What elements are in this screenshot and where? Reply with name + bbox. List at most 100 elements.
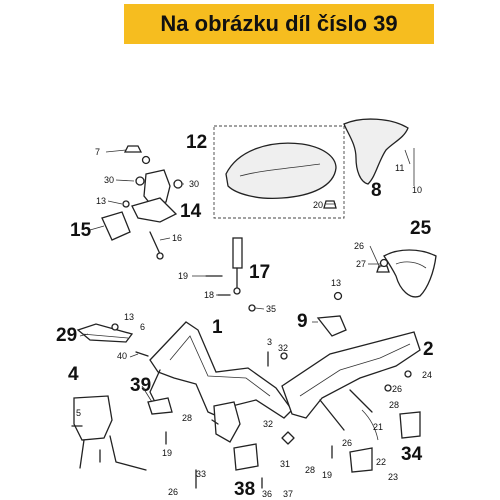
bolt-part-28b[interactable]	[211, 419, 219, 425]
callout-36: 36	[262, 489, 272, 499]
callout-23: 23	[388, 472, 398, 482]
bracket-part-34[interactable]	[399, 411, 421, 439]
callout-9: 9	[297, 311, 308, 332]
nut-part-35[interactable]	[248, 304, 256, 312]
nut-part-24[interactable]	[404, 370, 412, 378]
footrest-part-29[interactable]	[76, 323, 134, 343]
footrest-line	[81, 333, 129, 339]
callout-26b: 26	[168, 487, 178, 497]
callout-26c: 26	[342, 438, 352, 448]
callout-13a: 13	[96, 196, 106, 206]
callout-32a: 32	[278, 343, 288, 353]
nut-part-7[interactable]	[123, 145, 143, 153]
callout-10: 10	[412, 185, 422, 195]
callout-14: 14	[180, 201, 202, 222]
callout-11: 11	[395, 163, 404, 173]
bolt-part-13b[interactable]	[333, 291, 343, 301]
callout-29: 29	[56, 325, 77, 346]
callout-38: 38	[234, 479, 255, 500]
callout-30a: 30	[104, 175, 114, 185]
rear-fender-part-25[interactable]	[383, 249, 437, 298]
seat-seam	[239, 163, 321, 177]
callout-6: 6	[140, 322, 145, 332]
callout-37: 37	[283, 489, 293, 499]
rear-frame-inner	[299, 343, 411, 397]
callout-39: 39	[130, 375, 151, 396]
callout-3: 3	[267, 337, 272, 347]
callout-19a: 19	[178, 271, 188, 281]
leader-lines	[79, 148, 415, 403]
callout-27: 27	[356, 259, 366, 269]
nut-part-26c[interactable]	[384, 384, 392, 392]
callout-17: 17	[249, 262, 270, 283]
callout-18: 18	[204, 290, 214, 300]
title-banner: Na obrázku díl číslo 39	[124, 4, 434, 44]
pin-part-16[interactable]	[149, 231, 161, 255]
seat-bracket-part-20[interactable]	[323, 200, 337, 209]
callout-13b: 13	[331, 278, 341, 288]
bracket-part-4[interactable]	[73, 395, 113, 441]
callout-8: 8	[371, 180, 382, 201]
callout-33: 33	[196, 469, 206, 479]
callout-26d: 26	[392, 384, 402, 394]
stand-legs	[79, 435, 147, 471]
bracket-part-22[interactable]	[349, 447, 373, 473]
nut-part-30b[interactable]	[173, 179, 183, 189]
frame-inner-line	[169, 335, 271, 397]
hinge-part-15[interactable]	[101, 211, 131, 241]
callout-22: 22	[376, 457, 386, 467]
bracket-part[interactable]	[143, 169, 171, 207]
main-frame-part-1[interactable]	[149, 321, 293, 421]
seat-part[interactable]	[225, 142, 337, 200]
seat-cover-part-8[interactable]	[343, 118, 409, 185]
callout-34: 34	[401, 444, 423, 465]
callout-5: 5	[76, 408, 81, 418]
bracket-part-14[interactable]	[131, 197, 178, 223]
callout-12: 12	[186, 132, 207, 153]
callout-labels: 12 8 20 7 30 30 13 14 15 16 17 19 18 35 …	[56, 132, 434, 500]
callout-28a: 28	[182, 413, 192, 423]
bracket-part-9[interactable]	[316, 315, 347, 337]
callout-7: 7	[95, 147, 100, 157]
bolt-part-40[interactable]	[135, 351, 149, 357]
callout-4: 4	[68, 364, 79, 385]
callout-26a: 26	[354, 241, 364, 251]
strut-eye	[233, 287, 241, 295]
callout-19b: 19	[162, 448, 172, 458]
banner-title: Na obrázku díl číslo 39	[160, 11, 398, 36]
callout-21: 21	[373, 422, 383, 432]
seat-group-box	[213, 125, 345, 219]
frame-lower-tube	[149, 369, 161, 405]
callout-2: 2	[423, 339, 434, 360]
callout-13c: 13	[124, 312, 134, 322]
part-39[interactable]	[147, 397, 173, 415]
fender-rib	[395, 261, 427, 269]
screw-part[interactable]	[141, 155, 151, 165]
callout-40: 40	[117, 351, 127, 361]
callout-19c: 19	[322, 470, 332, 480]
rear-frame-part-2[interactable]	[281, 331, 421, 419]
plate-part-38[interactable]	[233, 443, 259, 471]
callout-28c: 28	[389, 400, 399, 410]
callout-25: 25	[410, 218, 432, 239]
callout-35: 35	[266, 304, 276, 314]
bolt-part-13[interactable]	[122, 200, 130, 208]
callout-28b: 28	[305, 465, 315, 475]
callout-16: 16	[172, 233, 182, 243]
cable-part-21	[361, 409, 379, 441]
washer-part-6[interactable]	[111, 323, 119, 331]
callout-32b: 32	[263, 419, 273, 429]
nut-part-30a[interactable]	[135, 176, 145, 186]
frame-lower-mount	[213, 401, 241, 443]
washer-part-32[interactable]	[280, 352, 288, 360]
callout-20: 20	[313, 200, 323, 210]
callout-1: 1	[212, 317, 223, 338]
callout-15: 15	[70, 220, 92, 241]
callout-30b: 30	[189, 179, 199, 189]
clamp-part-31[interactable]	[281, 431, 295, 445]
callout-31: 31	[280, 459, 290, 469]
strut-cylinder-part-17[interactable]	[232, 237, 243, 269]
pin-end	[156, 252, 164, 260]
washer-part-27[interactable]	[379, 258, 389, 268]
